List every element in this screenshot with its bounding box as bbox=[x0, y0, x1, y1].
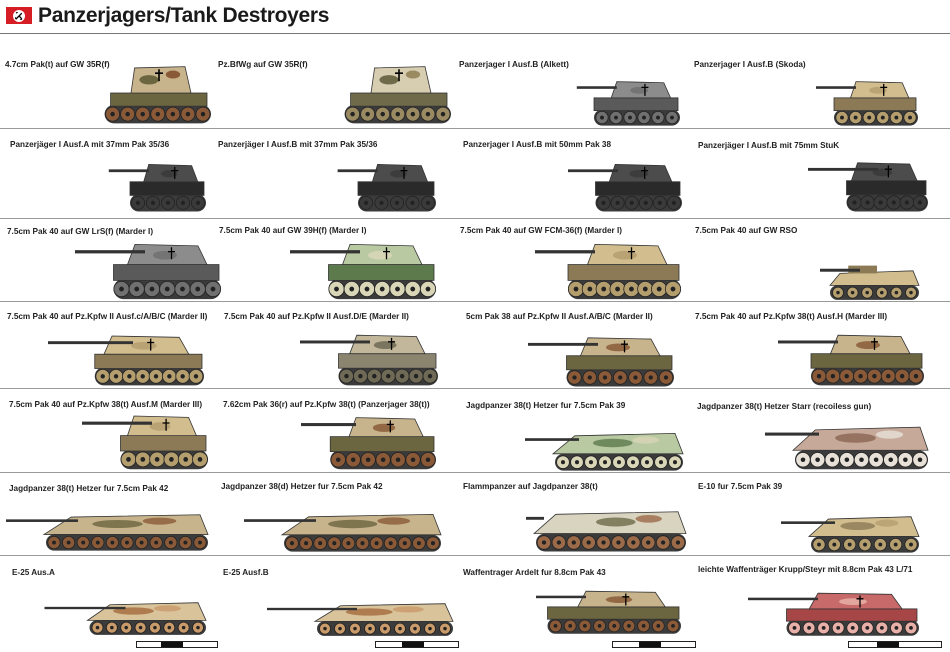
tank-illustration bbox=[765, 426, 929, 470]
tank-label: Jagdpanzer 38(t) Hetzer fur 7.5cm Pak 42 bbox=[9, 484, 169, 493]
tank-illustration bbox=[778, 334, 924, 386]
tank-illustration bbox=[301, 417, 436, 470]
tank-illustration bbox=[6, 514, 209, 551]
tank-label: 7.5cm Pak 40 auf Pz.Kpfw II Ausf.D/E (Ma… bbox=[224, 312, 409, 321]
tank-label: Flammpanzer auf Jagdpanzer 38(t) bbox=[463, 482, 598, 491]
tank-label: Panzerjager I Ausf.B mit 50mm Pak 38 bbox=[463, 140, 612, 149]
row-divider bbox=[0, 555, 950, 556]
tank-illustration bbox=[300, 334, 438, 386]
tank-illustration bbox=[816, 81, 918, 126]
tank-label: Pz.BfWg auf GW 35R(f) bbox=[218, 60, 308, 69]
scale-bar bbox=[375, 641, 459, 648]
tank-illustration bbox=[75, 243, 222, 300]
tank-illustration bbox=[108, 163, 206, 212]
scale-bar bbox=[136, 641, 218, 648]
tank-label: E-25 Aus.A bbox=[12, 568, 55, 577]
tank-illustration bbox=[82, 415, 208, 470]
tank-label: 7.5cm Pak 40 auf GW RSO bbox=[695, 226, 798, 235]
tank-label: 7.5cm Pak 40 auf GW 39H(f) (Marder I) bbox=[219, 226, 367, 235]
tank-label: 7.5cm Pak 40 auf GW LrS(f) (Marder I) bbox=[7, 227, 154, 236]
flag-icon bbox=[6, 7, 32, 24]
tank-label: Jagdpanzer 38(t) Hetzer Starr (recoiless… bbox=[697, 402, 872, 411]
tank-label: Waffentrager Ardelt fur 8.8cm Pak 43 bbox=[463, 568, 606, 577]
tank-label: E-25 Ausf.B bbox=[223, 568, 269, 577]
page-title: Panzerjagers/Tank Destroyers bbox=[38, 4, 330, 27]
row-divider bbox=[0, 128, 950, 129]
tank-label: Panzerjager I Ausf.B (Skoda) bbox=[694, 60, 806, 69]
scale-bar bbox=[612, 641, 696, 648]
tank-label: 7.5cm Pak 40 auf Pz.Kpfw 38(t) Ausf.H (M… bbox=[695, 312, 888, 321]
row-divider bbox=[0, 218, 950, 219]
tank-label: 7.62cm Pak 36(r) auf Pz.Kpfw 38(t) (Panz… bbox=[223, 400, 430, 409]
tank-illustration bbox=[244, 513, 442, 552]
tank-illustration bbox=[808, 162, 928, 212]
tank-label: 4.7cm Pak(t) auf GW 35R(f) bbox=[5, 60, 110, 69]
tank-illustration bbox=[44, 602, 207, 635]
tank-illustration bbox=[526, 511, 687, 552]
tank-illustration bbox=[267, 603, 454, 636]
tank-label: 7.5cm Pak 40 auf Pz.Kpfw 38(t) Ausf.M (M… bbox=[9, 400, 203, 409]
tank-label: Panzerjäger I Ausf.B mit 37mm Pak 35/36 bbox=[218, 140, 378, 149]
header-rule bbox=[0, 33, 950, 34]
tank-label: Jagdpanzer 38(t) Hetzer fur 7.5cm Pak 39 bbox=[466, 401, 626, 410]
tank-illustration bbox=[337, 163, 436, 212]
tank-illustration bbox=[748, 592, 919, 636]
tank-label: E-10 fur 7.5cm Pak 39 bbox=[698, 482, 783, 491]
tank-label: 7.5cm Pak 40 auf Pz.Kpfw II Ausf.c/A/B/C… bbox=[7, 312, 208, 321]
tank-label: Panzerjager I Ausf.B (Alkett) bbox=[459, 60, 569, 69]
tank-illustration bbox=[290, 243, 437, 300]
tank-illustration bbox=[525, 432, 684, 471]
tank-illustration bbox=[344, 66, 451, 124]
tank-label: Panzerjäger I Ausf.A mit 37mm Pak 35/36 bbox=[10, 140, 170, 149]
row-divider bbox=[0, 301, 950, 302]
tank-illustration bbox=[104, 66, 211, 124]
row-divider bbox=[0, 472, 950, 473]
tank-illustration bbox=[576, 81, 680, 126]
tank-label: leichte Waffenträger Krupp/Steyr mit 8.8… bbox=[698, 565, 913, 574]
tank-illustration bbox=[568, 163, 682, 212]
tank-illustration bbox=[820, 265, 920, 300]
tank-illustration bbox=[535, 243, 682, 300]
tank-illustration bbox=[536, 590, 681, 634]
tank-illustration bbox=[781, 516, 920, 553]
tank-label: Jagdpanzer 38(d) Hetzer fur 7.5cm Pak 42 bbox=[221, 482, 383, 491]
tank-label: Panzerjäger I Ausf.B mit 75mm StuK bbox=[698, 141, 840, 150]
page-header: Panzerjagers/Tank Destroyers bbox=[0, 0, 950, 34]
scale-bar bbox=[848, 641, 942, 648]
tank-label: 7.5cm Pak 40 auf GW FCM-36(f) (Marder I) bbox=[460, 226, 622, 235]
tank-illustration bbox=[528, 337, 674, 387]
row-divider bbox=[0, 388, 950, 389]
tank-label: 5cm Pak 38 auf Pz.Kpfw II Ausf.A/B/C (Ma… bbox=[466, 312, 653, 321]
tank-illustration bbox=[48, 335, 204, 386]
